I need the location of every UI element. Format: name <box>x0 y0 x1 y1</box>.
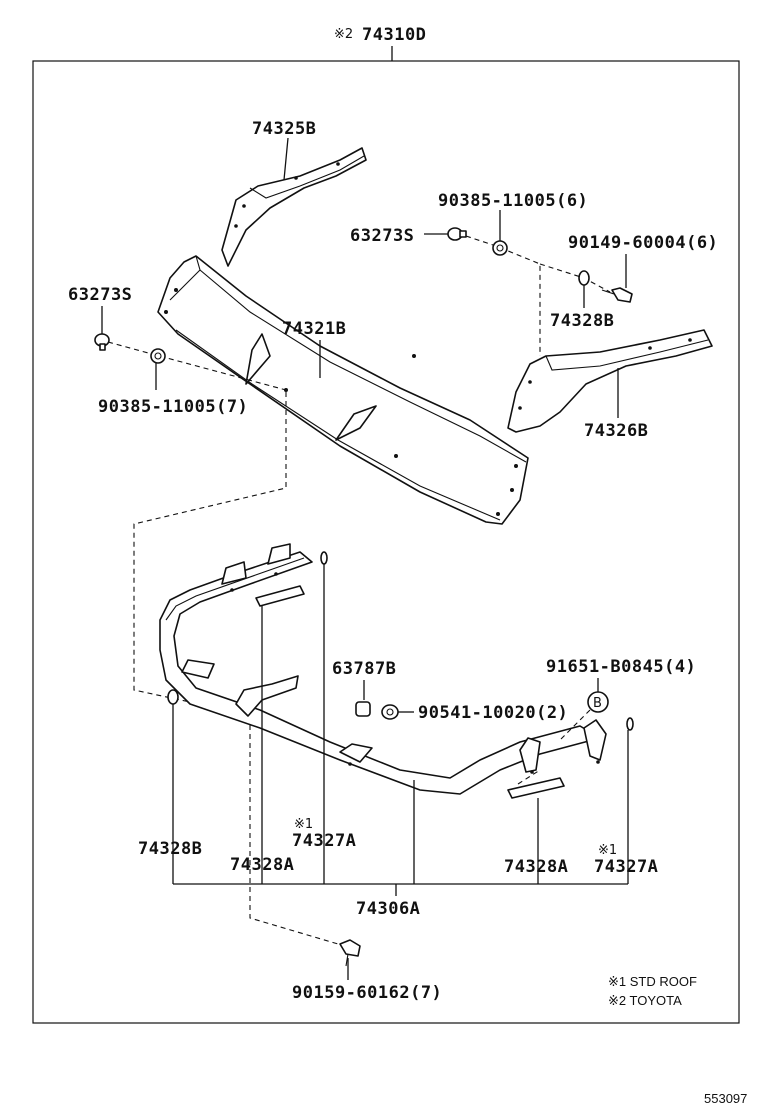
guide-90149 <box>539 263 611 293</box>
label-74321b[interactable]: 74321B <box>282 319 346 339</box>
washer-74328b-lower-icon[interactable] <box>167 689 179 705</box>
nut-90385-right-icon[interactable] <box>492 240 508 256</box>
pin-74327a-left-icon[interactable] <box>320 551 328 565</box>
label-90385-left[interactable]: 90385-11005(7) <box>98 397 248 417</box>
leader-74325b <box>283 137 289 181</box>
label-90149[interactable]: 90149-60004(6) <box>568 233 718 253</box>
label-63273s-right[interactable]: 63273S <box>350 226 414 246</box>
guide-pad-right <box>517 769 541 785</box>
guide-right-clip <box>465 235 541 356</box>
label-74328b-upper[interactable]: 74328B <box>550 311 614 331</box>
label-74326b[interactable]: 74326B <box>584 421 648 441</box>
callout-b-circle[interactable] <box>587 691 609 713</box>
label-63273s-left[interactable]: 63273S <box>68 285 132 305</box>
callout-b-letter: B <box>593 696 602 711</box>
assembly-mark: ※2 <box>334 27 353 42</box>
nut-90385-left-icon[interactable] <box>150 348 166 364</box>
pin-74327a-right-icon[interactable] <box>626 717 634 731</box>
part-74325b-shape[interactable] <box>221 147 367 267</box>
label-74327a-left[interactable]: 74327A <box>292 831 356 851</box>
pad-74328a-left-shape[interactable] <box>255 585 305 607</box>
washer-74328b-upper-icon[interactable] <box>578 270 590 286</box>
part-74306a-shape[interactable] <box>159 543 607 795</box>
assembly-part-number[interactable]: 74310D <box>362 25 426 45</box>
clip-63273s-right-icon[interactable] <box>447 227 467 241</box>
figure-id: 553097 <box>704 1091 747 1106</box>
label-74328a-left[interactable]: 74328A <box>230 855 294 875</box>
screw-90149-icon[interactable] <box>601 287 633 303</box>
label-74328a-right[interactable]: 74328A <box>504 857 568 877</box>
label-90385-right[interactable]: 90385-11005(6) <box>438 191 588 211</box>
guide-91651 <box>559 709 591 741</box>
bolt-90159-icon[interactable] <box>339 939 361 967</box>
label-74327a-right[interactable]: 74327A <box>594 857 658 877</box>
mark1-left: ※1 <box>294 817 313 832</box>
label-74306a[interactable]: 74306A <box>356 899 420 919</box>
note-1: ※1 STD ROOF <box>608 974 697 989</box>
label-91651[interactable]: 91651-B0845(4) <box>546 657 696 677</box>
part-74326b-shape[interactable] <box>507 329 713 433</box>
label-90159[interactable]: 90159-60162(7) <box>292 983 442 1003</box>
clip-63273s-left-icon[interactable] <box>94 333 110 351</box>
label-63787b[interactable]: 63787B <box>332 659 396 679</box>
guide-bottom-bolt <box>249 716 339 945</box>
grommet-63787b-icon[interactable] <box>355 701 371 717</box>
note-2: ※2 TOYOTA <box>608 993 682 1008</box>
part-74321b-shape[interactable] <box>157 255 529 525</box>
label-74325b[interactable]: 74325B <box>252 119 316 139</box>
guide-left-drop <box>133 392 287 715</box>
pad-74328a-right-shape[interactable] <box>507 777 565 799</box>
diagram-frame <box>32 60 740 1024</box>
bushing-90541-icon[interactable] <box>381 704 399 720</box>
mark1-right: ※1 <box>598 843 617 858</box>
label-90541[interactable]: 90541-10020(2) <box>418 703 568 723</box>
label-74328b-lower[interactable]: 74328B <box>138 839 202 859</box>
